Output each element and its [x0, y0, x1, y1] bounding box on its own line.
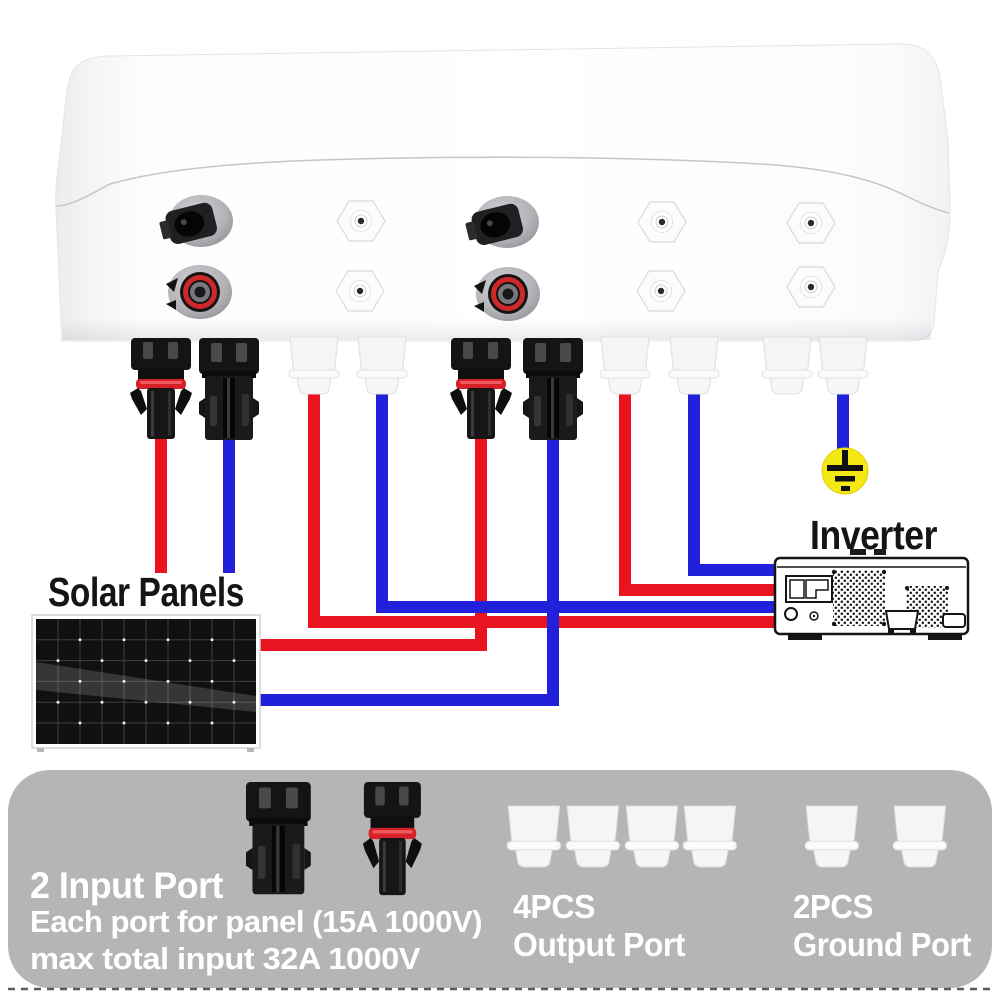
mc4-female-connector-2	[450, 338, 512, 439]
output-gland-2	[356, 336, 408, 395]
panel-reflection	[36, 662, 256, 712]
mc4-male-connector-2	[523, 338, 583, 440]
inverter-switch	[942, 613, 966, 628]
legend-ground-label: Ground Port	[793, 926, 971, 963]
inverter-knob	[784, 607, 798, 621]
inverter-terminal-block	[785, 575, 833, 603]
inverter-ac-socket	[884, 610, 920, 630]
wire-output1-red	[308, 390, 777, 628]
combiner-box-seam	[55, 156, 950, 214]
legend-input-line2: max total input 32A 1000V	[30, 941, 421, 976]
mc4-male-connector-1	[199, 338, 259, 440]
legend-ground-count: 2PCS	[793, 888, 873, 925]
output-gland-3	[599, 336, 651, 395]
output-gland-1	[288, 336, 340, 395]
inverter-device	[773, 549, 970, 640]
wire-pv2-positive-red	[258, 436, 487, 651]
ground-gland-1	[761, 336, 813, 395]
legend-mc4-male	[246, 782, 311, 895]
inverter-label: Inverter	[810, 512, 937, 558]
legend-input-line1: Each port for panel (15A 1000V)	[30, 904, 482, 939]
wire-output2-red	[619, 390, 777, 596]
ground-gland-2	[817, 336, 869, 395]
solar-panel	[31, 614, 261, 752]
wire-output2-blue	[688, 390, 777, 576]
inverter-vent-mesh-left	[833, 570, 885, 626]
output-gland-4	[668, 336, 720, 395]
combiner-box	[55, 43, 951, 342]
combiner-box-bottom-shade	[63, 318, 931, 340]
ground-symbol-icon	[821, 447, 869, 495]
mc4-female-connector-1	[130, 338, 192, 439]
legend-panel: 2 Input Port Each port for panel (15A 10…	[8, 770, 992, 988]
legend-output-count: 4PCS	[513, 888, 595, 925]
wire-pv2-negative-blue	[258, 440, 559, 706]
wire-output1-blue	[376, 390, 777, 613]
wiring	[155, 390, 849, 706]
legend-input-title: 2 Input Port	[30, 865, 223, 906]
solar-panels-label: Solar Panels	[48, 569, 244, 615]
combiner-box-body	[55, 43, 951, 342]
cell-solder-dots	[56, 638, 236, 725]
legend-output-label: Output Port	[513, 926, 685, 963]
